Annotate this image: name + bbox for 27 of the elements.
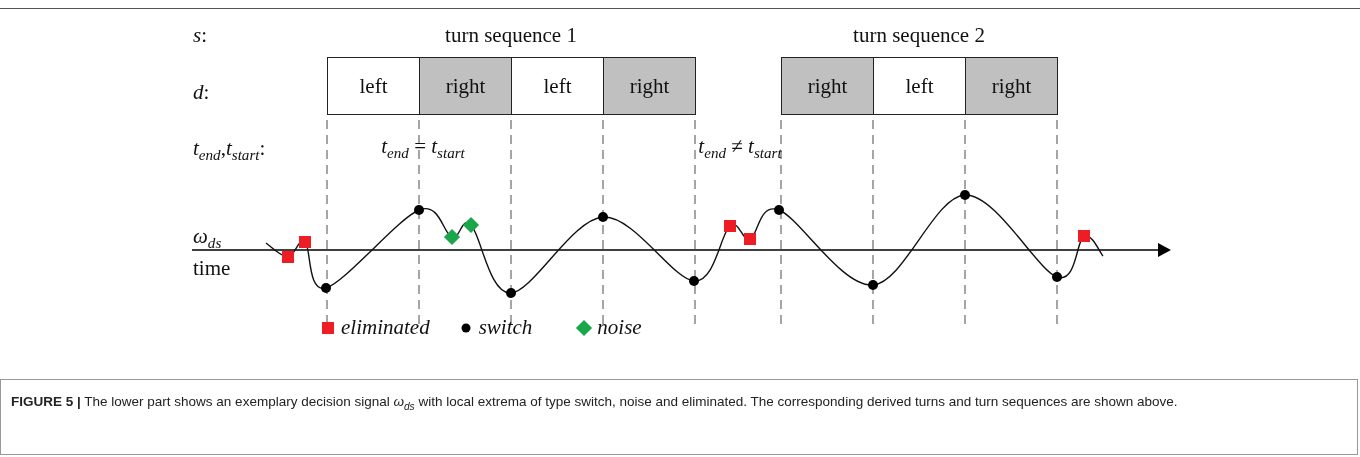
- row-label: d:: [193, 79, 210, 105]
- legend-text: eliminated: [341, 315, 430, 340]
- caption-text: FIGURE 5 | The lower part shows an exemplary decision signal ω$_{ds}$ with local extrema of type switch, noise and eliminated. The corresponding derived turns and turn sequences are shown above.: [11, 393, 1179, 414]
- row-label: s:: [193, 22, 208, 48]
- sequence-label: turn sequence 2: [853, 22, 985, 48]
- direction-cell: [781, 57, 874, 115]
- time-relation-label: t$_{end}$ ≠ t$_{start}$: [698, 134, 782, 162]
- direction-text: right: [629, 73, 670, 99]
- direction-cell: [511, 57, 604, 115]
- legend-text: noise: [597, 315, 642, 340]
- direction-cell: [873, 57, 966, 115]
- direction-text: right: [991, 73, 1032, 99]
- direction-cell: [965, 57, 1058, 115]
- row-label: t$_{end}$,t$_{start}$:: [193, 136, 266, 164]
- direction-text: right: [445, 73, 486, 99]
- sequence-label: turn sequence 1: [445, 22, 577, 48]
- signal-label: ω$_{ds}$: [193, 224, 222, 252]
- axis-label: time: [193, 255, 231, 281]
- direction-text: right: [807, 73, 848, 99]
- direction-cell: [327, 57, 420, 115]
- time-relation-label: t$_{end}$ = t$_{start}$: [381, 134, 465, 162]
- direction-cell: [419, 57, 512, 115]
- direction-cell: [603, 57, 696, 115]
- direction-text: left: [905, 73, 934, 99]
- legend-text: switch: [478, 315, 533, 340]
- direction-text: left: [359, 73, 388, 99]
- direction-text: left: [543, 73, 572, 99]
